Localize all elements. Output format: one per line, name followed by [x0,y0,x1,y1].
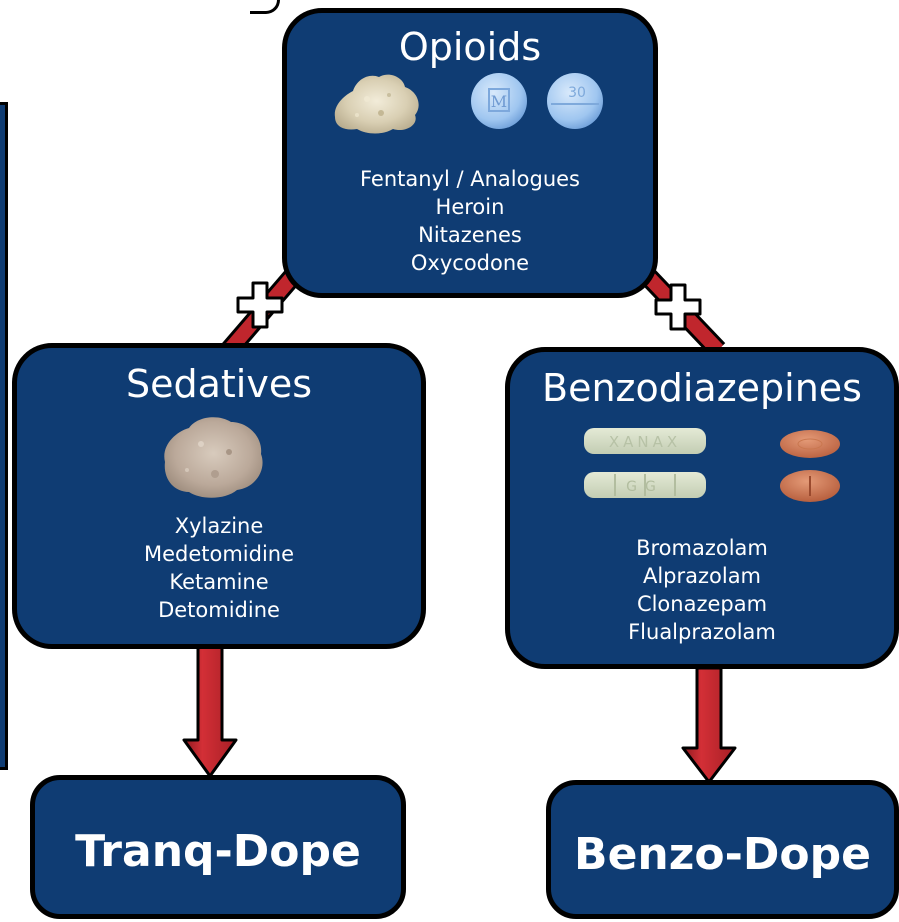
tranq-dope-box: Tranq-Dope [30,775,406,919]
drug-item: Xylazine [174,514,264,538]
drug-item: Bromazolam [636,536,768,560]
orange-pill-image [780,430,840,458]
benzodiazepines-list: Bromazolam Alprazolam Clonazepam Flualpr… [510,534,894,646]
drug-item: Nitazenes [418,223,522,247]
sedative-powder-image [164,417,263,498]
benzo-dope-box: Benzo-Dope [546,780,899,919]
gg-bar-image: GG [584,472,706,498]
bar-mark-xanax: XANAX [609,433,681,451]
drug-item: Alprazolam [642,564,762,588]
tranq-dope-label: Tranq-Dope [75,826,361,877]
sedatives-list: Xylazine Medetomidine Ketamine Detomidin… [17,512,421,624]
drug-item: Heroin [435,195,505,219]
sedatives-title: Sedatives [125,362,313,406]
pill-mark-m: M [491,92,507,111]
drug-item: Fentanyl / Analogues [360,167,580,191]
blue-pill-30-image: 30 [547,73,603,129]
orange-pill-scored-image [780,470,840,502]
benzodiazepines-box: Benzodiazepines XANAX GG [505,347,899,669]
benzodiazepines-title: Benzodiazepines [542,366,862,410]
drug-item: Detomidine [158,598,280,622]
sedatives-box: Sedatives Xylazine Medetomidine Ketamine… [12,343,426,649]
drug-item: Ketamine [169,570,269,594]
xanax-bar-image: XANAX [584,428,706,454]
drug-item: Flualprazolam [628,620,776,644]
side-panel-edge [0,102,8,770]
opioids-box: Opioids M [282,8,658,298]
arrow-down-icon [681,666,737,784]
blue-pill-image: M [471,73,527,129]
opioids-list: Fentanyl / Analogues Heroin Nitazenes Ox… [287,165,653,277]
pill-mark-30: 30 [568,85,586,101]
drug-item: Clonazepam [636,592,768,616]
drug-item: Medetomidine [143,542,295,566]
plus-icon [654,283,702,331]
plus-icon [236,281,284,329]
arrow-down-icon [182,643,238,778]
powder-image [334,74,419,134]
bar-mark-gg: GG [626,479,664,495]
drug-item: Oxycodone [410,251,530,275]
opioids-title: Opioids [398,25,542,69]
benzo-dope-label: Benzo-Dope [574,829,871,880]
